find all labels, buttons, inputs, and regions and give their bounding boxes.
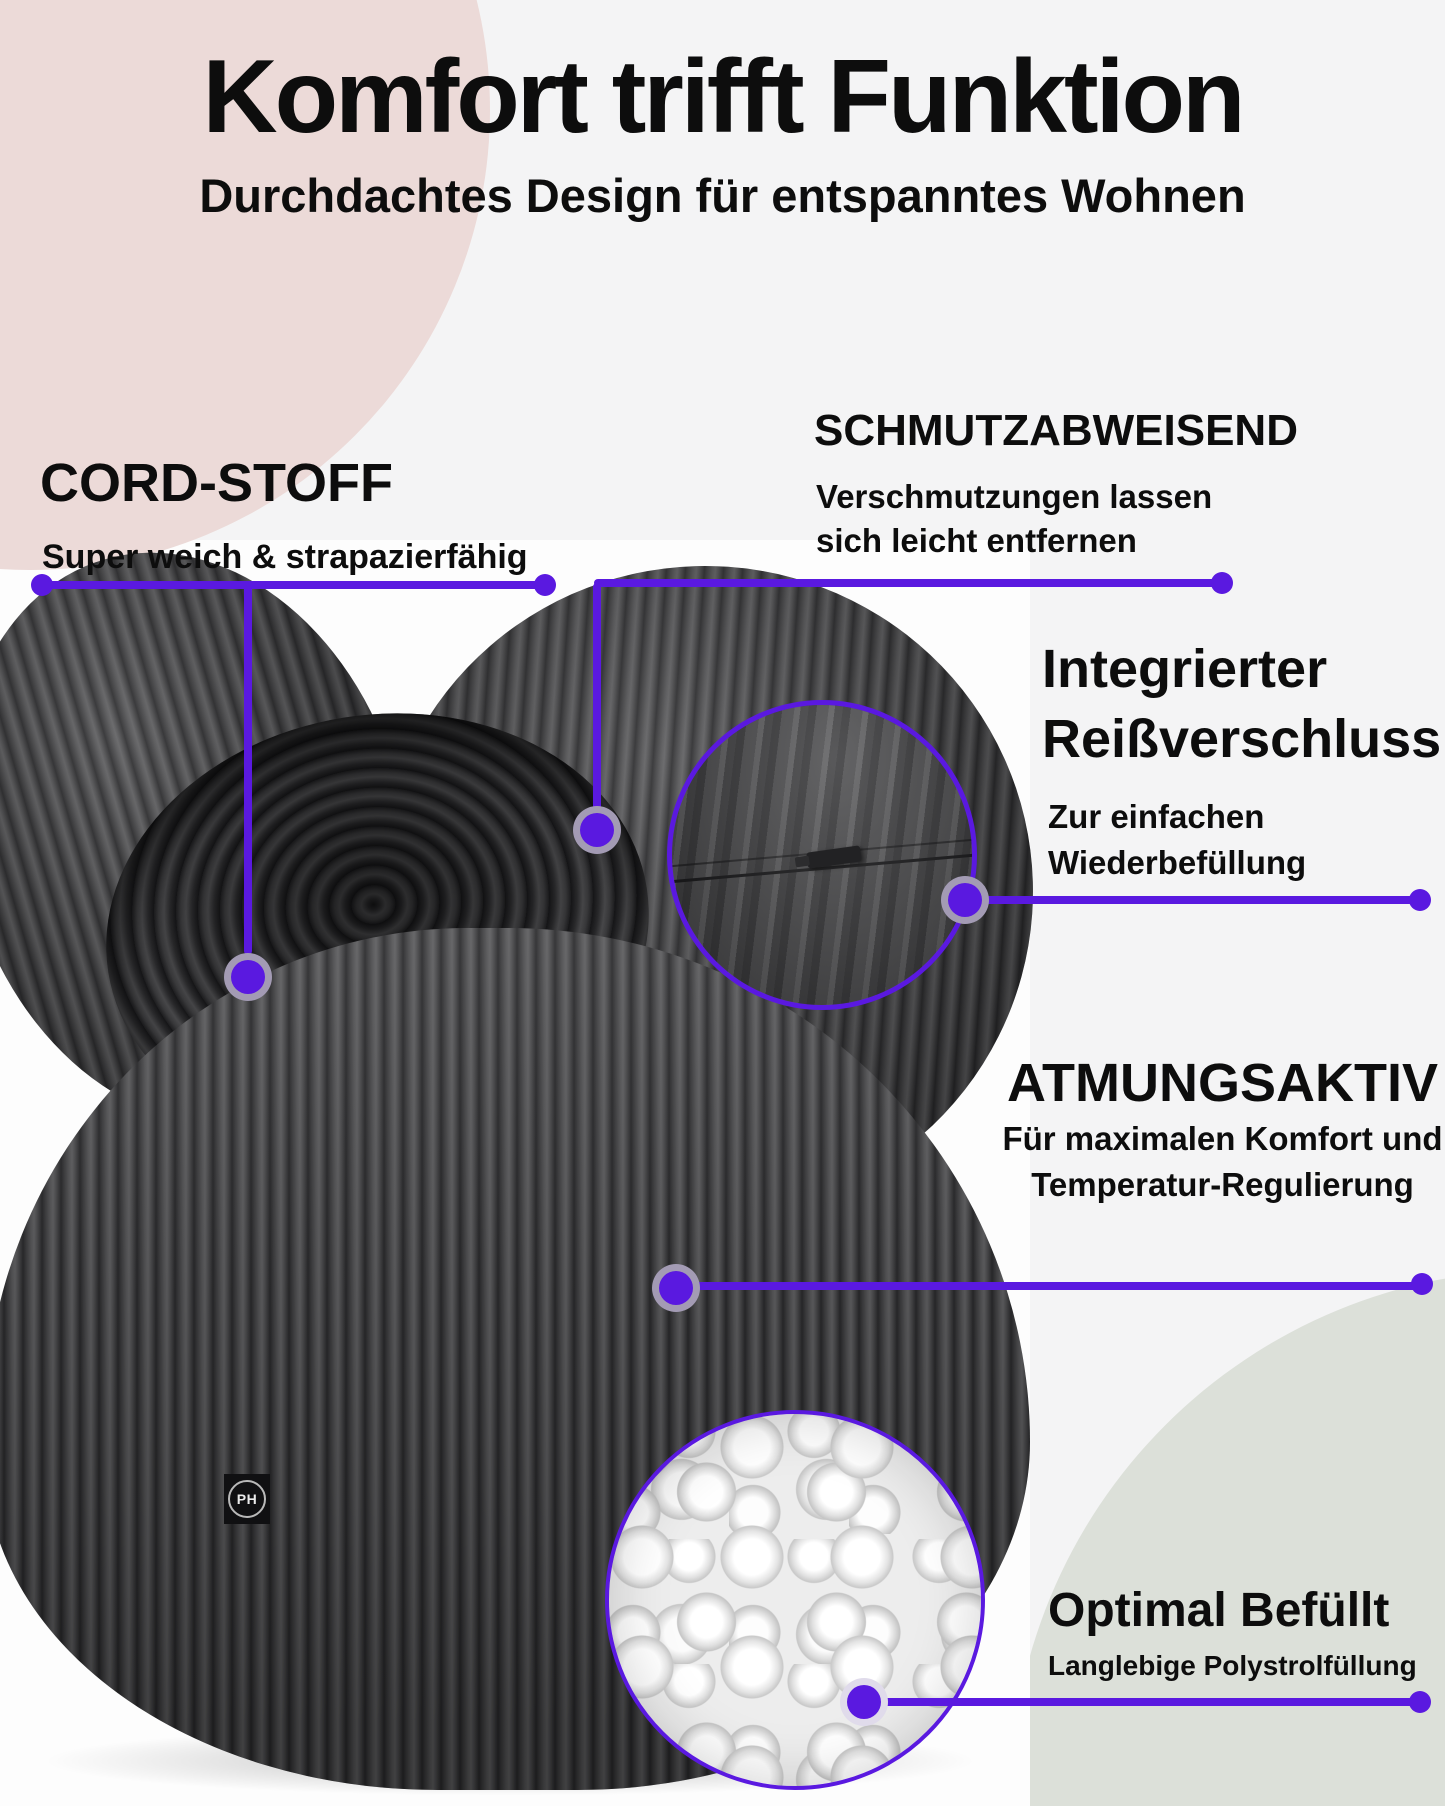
callout-filling-dot-right (1409, 1691, 1431, 1713)
callout-zipper-target-dot (941, 876, 989, 924)
callout-dirt-target-dot (573, 806, 621, 854)
callout-cord-dot-left (31, 574, 53, 596)
page-subtitle: Durchdachtes Design für entspanntes Wohn… (199, 169, 1246, 222)
callout-zipper-title-line1: Integrierter (1042, 639, 1328, 699)
zipper-pull-icon (806, 845, 862, 869)
brand-logo-icon: PH (228, 1480, 266, 1518)
callout-zipper-line2: Wiederbefüllung (1048, 844, 1307, 881)
callout-dirt-line (594, 579, 1222, 587)
callout-zipper-title-line2: Reißverschluss (1042, 709, 1442, 769)
callout-cord-subtitle: Super weich & strapazierfähig (42, 538, 528, 576)
filling-detail-circle (605, 1410, 985, 1790)
callout-cord-title: CORD-STOFF (40, 453, 393, 513)
callout-dirt-title: SCHMUTZABWEISEND (814, 406, 1298, 455)
callout-cord-dot-right (534, 574, 556, 596)
callout-breathe-target-dot (652, 1264, 700, 1312)
green-accent-circle (1010, 1270, 1445, 1806)
brand-logo-text: PH (236, 1491, 258, 1507)
callout-breathe-title: ATMUNGSAKTIV (1007, 1053, 1438, 1113)
callout-cord-vertical-line (244, 585, 252, 955)
callout-filling-target-dot (840, 1678, 888, 1726)
callout-breathe-dot-right (1411, 1273, 1433, 1295)
callout-filling-title: Optimal Befüllt (1048, 1584, 1390, 1637)
callout-filling-line (864, 1698, 1420, 1706)
callout-dirt-line1: Verschmutzungen lassen (816, 478, 1213, 515)
callout-dirt-line2: sich leicht entfernen (816, 522, 1137, 559)
callout-cord-line (42, 581, 545, 589)
callout-dirt-vertical-line (593, 583, 601, 828)
callout-breathe-line2: Temperatur-Regulierung (1031, 1166, 1414, 1203)
callout-zipper-line1: Zur einfachen (1048, 798, 1265, 835)
brand-label: PH (224, 1474, 270, 1524)
callout-filling-subtitle: Langlebige Polystrolfüllung (1048, 1650, 1417, 1681)
page-title: Komfort trifft Funktion (202, 39, 1245, 155)
callout-zipper-dot-right (1409, 889, 1431, 911)
callout-zipper-line (965, 896, 1420, 904)
zipper-detail-circle (667, 700, 977, 1010)
callout-breathe-line1: Für maximalen Komfort und (1002, 1120, 1443, 1157)
callout-dirt-dot-right (1211, 572, 1233, 594)
callout-breathe-line (676, 1282, 1422, 1290)
callout-cord-target-dot (224, 953, 272, 1001)
